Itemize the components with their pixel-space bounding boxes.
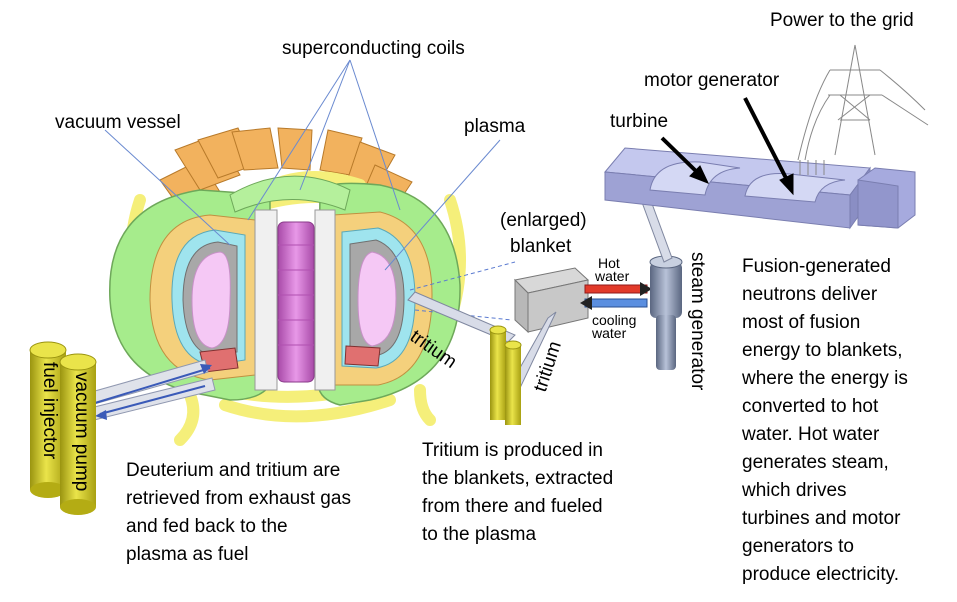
hot-water-pipe xyxy=(584,284,648,294)
label-enlarged: (enlarged) xyxy=(500,210,587,231)
vessel-top xyxy=(229,175,351,213)
label-turbine: turbine xyxy=(610,111,669,132)
blanket-connectors xyxy=(409,261,516,321)
label-hot-water: water xyxy=(595,268,630,284)
divertor-right xyxy=(344,345,381,367)
caption-deuterium: Deuterium and tritium are retrieved from… xyxy=(126,460,351,565)
tf-inner-left xyxy=(254,209,278,391)
central-solenoid xyxy=(277,221,315,383)
label-superconducting-coils: superconducting coils xyxy=(282,38,465,59)
label-blanket: blanket xyxy=(510,236,572,257)
steam-generator xyxy=(649,255,683,370)
caption-fusion-energy: Fusion-generated neutrons deliver most o… xyxy=(742,256,908,585)
label-cooling-water: water xyxy=(592,325,627,341)
label-vacuum-pump: vacuum pump xyxy=(71,372,92,492)
cooling-water-pipe xyxy=(584,298,648,308)
vacuum-cylinders xyxy=(29,341,97,515)
transmission-tower xyxy=(797,44,929,175)
label-steam-generator: steam generator xyxy=(687,252,708,391)
label-plasma: plasma xyxy=(464,116,526,137)
leader-lines xyxy=(104,59,501,271)
turbine-hall xyxy=(604,147,916,230)
plasma-left xyxy=(191,251,231,349)
tritium-cylinders xyxy=(489,325,522,425)
caption-tritium: Tritium is produced in the blankets, ext… xyxy=(422,440,614,545)
label-power-to-grid: Power to the grid xyxy=(770,10,914,31)
hot-water-arrow xyxy=(640,282,652,296)
label-vacuum-vessel: vacuum vessel xyxy=(55,112,181,133)
plasma-right xyxy=(357,251,397,347)
cooling-water-arrow xyxy=(580,296,592,310)
tokamak xyxy=(109,127,466,446)
solenoid-stripes xyxy=(278,244,314,346)
label-fuel-injector: fuel injector xyxy=(39,362,60,460)
label-hot: Hot xyxy=(598,255,620,271)
label-cooling: cooling xyxy=(592,312,637,328)
pointer-arrows xyxy=(660,97,794,196)
enlarged-blanket xyxy=(513,267,590,334)
tf-inner-right xyxy=(314,209,336,391)
label-motor-generator: motor generator xyxy=(644,70,780,91)
